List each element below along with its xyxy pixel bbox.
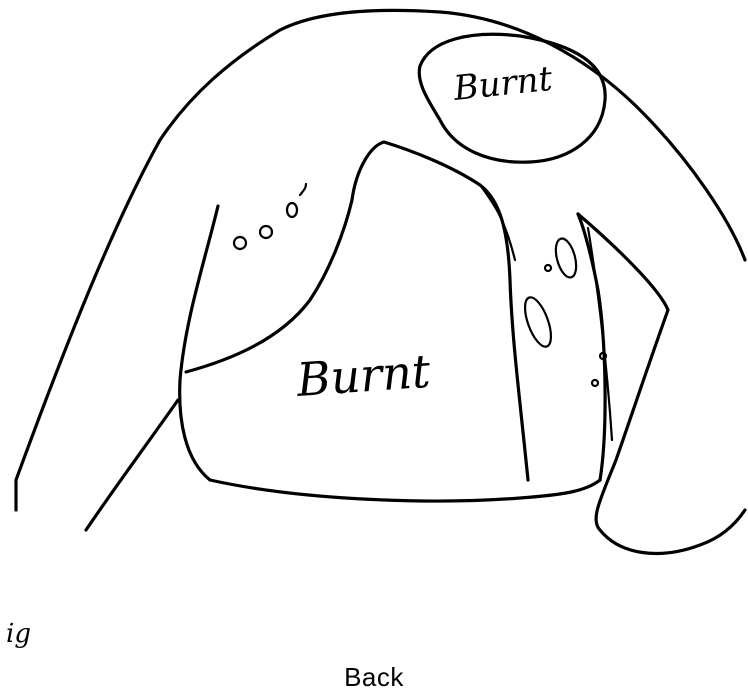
stray-mark: ig (6, 619, 31, 649)
burnt-region-lower (186, 142, 528, 480)
blister-tick (300, 184, 306, 195)
body-left-side (180, 206, 218, 480)
burnt-label-upper: Burnt (451, 59, 555, 109)
blister-right-small-2 (592, 380, 598, 386)
view-caption: Back (0, 662, 748, 693)
left-arm-inner (86, 400, 178, 530)
blister-left-1 (234, 237, 246, 249)
blister-right-2 (520, 294, 557, 350)
burnt-region-lower-right-edge (480, 185, 515, 260)
body-bottom (210, 480, 600, 501)
blister-left-3 (287, 203, 297, 217)
torso-outline (16, 10, 745, 480)
right-arm (578, 214, 745, 553)
blister-right-small-3 (545, 265, 551, 271)
blister-right-1 (552, 236, 580, 279)
blister-left-2 (260, 226, 272, 238)
burnt-label-lower: Burnt (294, 344, 432, 407)
